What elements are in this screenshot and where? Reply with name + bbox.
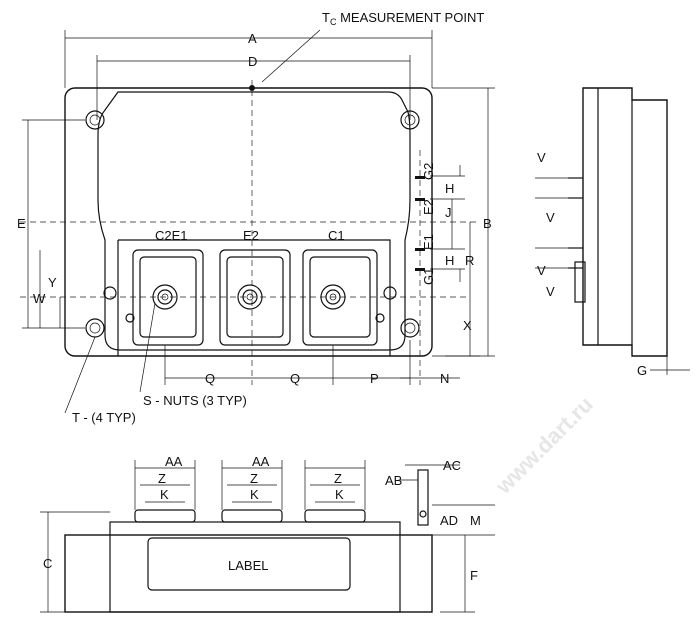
dimension-label: R xyxy=(465,253,474,268)
dimension-label: E2 xyxy=(243,228,259,243)
dimension-label: E2 xyxy=(421,199,436,215)
dimension-label: K xyxy=(160,487,169,502)
dimension-label: N xyxy=(440,371,449,386)
dimension-label: A xyxy=(248,31,257,46)
dimension-label: P xyxy=(370,371,379,386)
dimension-label: C1 xyxy=(328,228,345,243)
dimension-label: M xyxy=(470,513,481,528)
dimension-label: Z xyxy=(334,471,342,486)
gate-terminals: G2 E2 E1 G1 xyxy=(415,150,436,385)
dimension-label: H xyxy=(445,253,454,268)
dimension-label: AA xyxy=(252,454,270,469)
dimension-label: J xyxy=(445,205,452,220)
dimension-label: G1 xyxy=(421,268,436,285)
dimension-label: K xyxy=(250,487,259,502)
front-view: LABEL AA AA Z Z Z K K K C AB AC xyxy=(40,454,495,613)
label-text: LABEL xyxy=(228,558,268,573)
dimension-label: K xyxy=(335,487,344,502)
s-nuts-callout: S - NUTS (3 TYP) xyxy=(143,393,247,408)
dimension-label: Z xyxy=(158,471,166,486)
dimension-label: V xyxy=(546,210,555,225)
dimension-label: W xyxy=(33,291,46,306)
mounting-hole xyxy=(400,318,420,338)
dimension-label: AB xyxy=(385,473,402,488)
dimension-label: B xyxy=(483,216,492,231)
side-view: V V V V G xyxy=(535,87,690,378)
dimension-label: V xyxy=(546,284,555,299)
dimension-label: AD xyxy=(440,513,458,528)
dimension-label: Q xyxy=(290,371,300,386)
dimension-label: G xyxy=(637,363,647,378)
measurement-point-dot xyxy=(249,85,255,91)
top-view: C2E1 E2 C1 G2 E2 E1 G1 xyxy=(17,10,495,425)
dimension-label: Z xyxy=(250,471,258,486)
terminal-c1: C1 xyxy=(302,228,378,346)
dimension-label: F xyxy=(470,568,478,583)
dimension-label: E xyxy=(17,216,26,231)
terminal-e2: E2 xyxy=(219,228,291,346)
dimension-label: G2 xyxy=(421,163,436,180)
dimension-label: X xyxy=(463,318,472,333)
dimension-label: Q xyxy=(205,371,215,386)
tc-measurement-label: TC MEASUREMENT POINT xyxy=(322,10,484,27)
dimension-label: H xyxy=(445,181,454,196)
watermark-text: www.dart.ru xyxy=(490,392,598,500)
dimension-label: E1 xyxy=(421,234,436,250)
dimension-label: C2E1 xyxy=(155,228,188,243)
terminal-c2e1: C2E1 xyxy=(132,228,204,346)
dimension-label: AC xyxy=(443,458,461,473)
dimension-label: D xyxy=(248,54,257,69)
t-holes-callout: T - (4 TYP) xyxy=(72,410,136,425)
dimension-label: Y xyxy=(48,275,57,290)
dimension-label: V xyxy=(537,263,546,278)
watermark: www.dart.ru xyxy=(490,392,598,500)
dimension-label: C xyxy=(43,556,52,571)
dimension-label: AA xyxy=(165,454,183,469)
dimension-label: V xyxy=(537,150,546,165)
mounting-hole xyxy=(85,110,105,130)
